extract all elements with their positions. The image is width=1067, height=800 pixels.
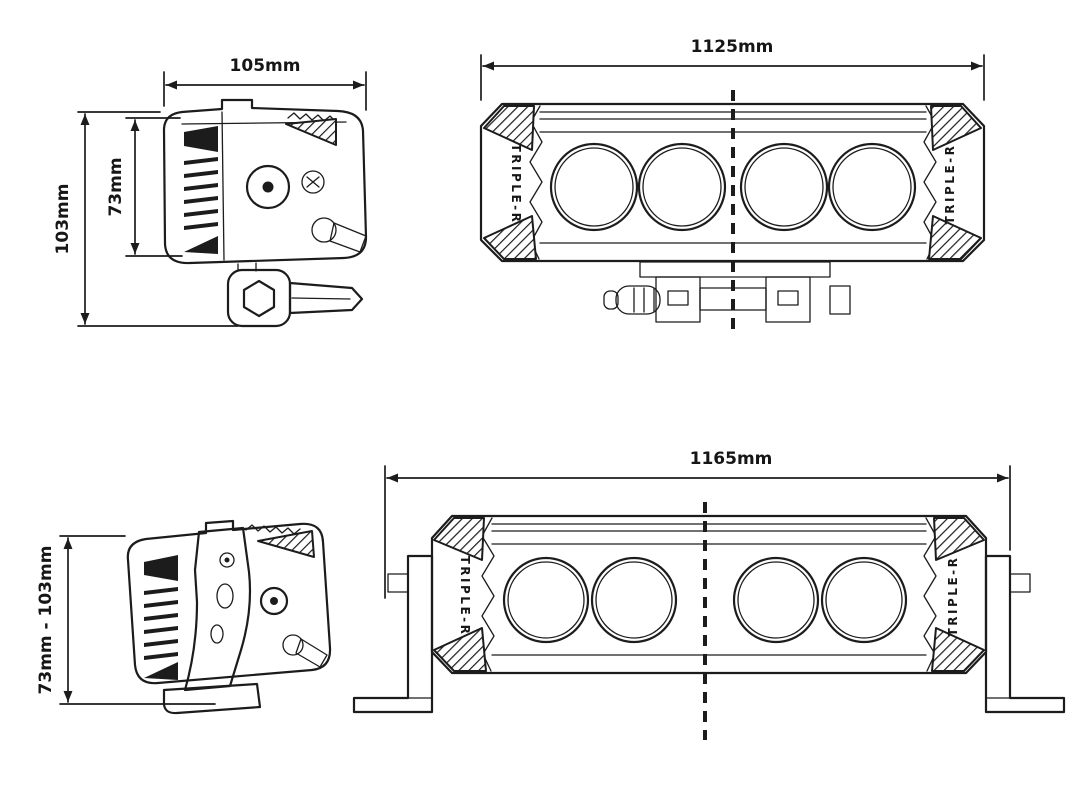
arrowhead (387, 473, 398, 483)
dimension-label: 1125mm (691, 37, 774, 57)
dimension-label: 103mm (53, 184, 73, 255)
dimension-label: 1165mm (690, 449, 773, 469)
arrowhead (63, 691, 73, 702)
end-cap-right: TRIPLE-R (923, 105, 982, 260)
brand-logo-text: TRIPLE-R (509, 144, 523, 225)
dim-width-1165: 1165mm (384, 449, 1011, 599)
arrowhead (130, 243, 140, 254)
dim-width-105: 105mm (163, 56, 367, 111)
adjuster-bolt (615, 285, 661, 315)
arrowhead (80, 114, 90, 125)
mounting-foot-left (352, 554, 434, 714)
dim-height-103: 103mm (53, 111, 239, 327)
lens-circle (827, 142, 917, 232)
arrowhead (130, 120, 140, 131)
pivot-circle (259, 586, 289, 616)
led-lenses (502, 556, 908, 644)
lens-circle (637, 142, 727, 232)
dimension-label: 73mm - 103mm (36, 546, 56, 695)
led-lenses (549, 142, 917, 232)
lightbar-housing: TRIPLE-R TRIPLE-R (479, 102, 986, 323)
lamp-side-body (162, 98, 368, 328)
arrowhead (483, 61, 494, 71)
dim-aperture-73: 73mm (106, 117, 183, 257)
mounting-bracket-assembly (603, 261, 851, 323)
arrowhead (353, 80, 364, 90)
brand-logo-text: TRIPLE-R (946, 556, 960, 637)
arrowhead (997, 473, 1008, 483)
adjustment-screw (301, 170, 325, 194)
arrowhead (63, 538, 73, 549)
hatched-wedge (257, 530, 315, 558)
arrowhead (166, 80, 177, 90)
foot-bolt (1009, 573, 1031, 593)
bracket-foot (162, 682, 262, 715)
pivot-strap-bracket (183, 526, 252, 692)
pivot-center (270, 597, 278, 605)
side-lever (311, 217, 367, 253)
bracket-arm (288, 281, 364, 315)
hex-bolt (242, 279, 276, 318)
lens-circle (820, 556, 908, 644)
arrowhead (80, 313, 90, 324)
foot-bolt (387, 573, 409, 593)
view-bottom-front: 1165mm TRIPLE-R TRIPLE-R (352, 449, 1066, 740)
lens-circle (549, 142, 639, 232)
dimension-label: 105mm (230, 56, 301, 76)
dimension-label: 73mm (106, 157, 126, 216)
brand-logo-text: TRIPLE-R (458, 556, 472, 637)
brand-logo-text: TRIPLE-R (943, 144, 957, 225)
mounting-bracket (226, 262, 364, 328)
heatsink-fins (184, 111, 225, 261)
lens-circle (590, 556, 678, 644)
view-top-side-profile: 105mm 103mm 73mm (53, 56, 368, 328)
hatched-wedge (285, 118, 337, 146)
end-cap-right: TRIPLE-R (923, 517, 985, 672)
dim-width-1125: 1125mm (480, 37, 985, 101)
arrowhead (971, 61, 982, 71)
serrated-edge (287, 112, 337, 123)
view-bottom-side-profile: 73mm - 103mm (36, 519, 332, 715)
dim-height-range: 73mm - 103mm (36, 535, 216, 705)
heatsink-fins (144, 555, 178, 680)
end-cap-left: TRIPLE-R (433, 517, 495, 672)
lens-circle (732, 556, 820, 644)
side-lever (282, 634, 328, 668)
pivot-circle (245, 164, 291, 210)
lightbar-housing-with-feet: TRIPLE-R TRIPLE-R (352, 514, 1066, 714)
lamp-side-body-bracketed (126, 519, 332, 715)
lens-circle (502, 556, 590, 644)
view-top-front: 1125mm TRIPLE-R TRIPLE-R (479, 37, 986, 334)
serrated-edge (245, 524, 301, 535)
end-cap-left: TRIPLE-R (483, 105, 543, 260)
mounting-foot-right (984, 554, 1066, 714)
pivot-center (262, 181, 274, 193)
lens-circle (739, 142, 829, 232)
